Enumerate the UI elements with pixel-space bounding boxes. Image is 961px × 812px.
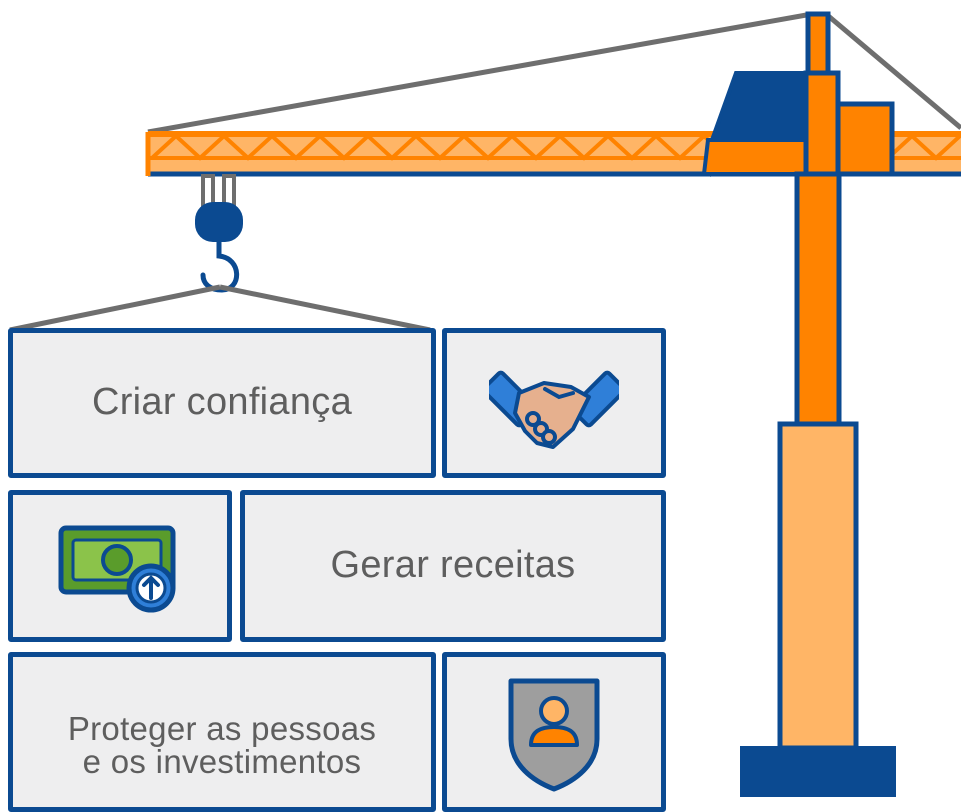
block-trust: Criar confiança xyxy=(8,328,436,478)
shield-person-icon xyxy=(508,678,600,792)
block-revenue-icon xyxy=(8,490,232,642)
money-growth-icon xyxy=(58,525,176,613)
counterweight xyxy=(835,101,895,177)
block-revenue-label: Gerar receitas xyxy=(330,544,576,587)
block-trust-icon xyxy=(442,328,666,478)
sling-right xyxy=(219,284,431,333)
jib-tie-cable xyxy=(147,11,813,135)
hook-icon xyxy=(200,237,240,293)
crane-base xyxy=(740,746,896,797)
sling-left xyxy=(9,284,221,333)
block-trust-label: Criar confiança xyxy=(91,381,353,424)
hook-block xyxy=(195,202,243,242)
block-protect-icon xyxy=(442,652,666,812)
block-protect: Proteger as pessoas e os investimentos xyxy=(8,652,436,812)
counter-jib-tie-cable xyxy=(824,12,961,130)
block-protect-label-line1: Proteger as pessoas xyxy=(67,710,377,747)
cab-base xyxy=(701,138,810,176)
block-protect-label-line2: e os investimentos xyxy=(82,743,362,780)
block-revenue: Gerar receitas xyxy=(240,490,666,642)
tower-mast-lower xyxy=(777,421,859,751)
slewing-unit xyxy=(803,70,841,177)
tower-mast-upper xyxy=(794,171,842,429)
handshake-icon xyxy=(489,370,619,449)
